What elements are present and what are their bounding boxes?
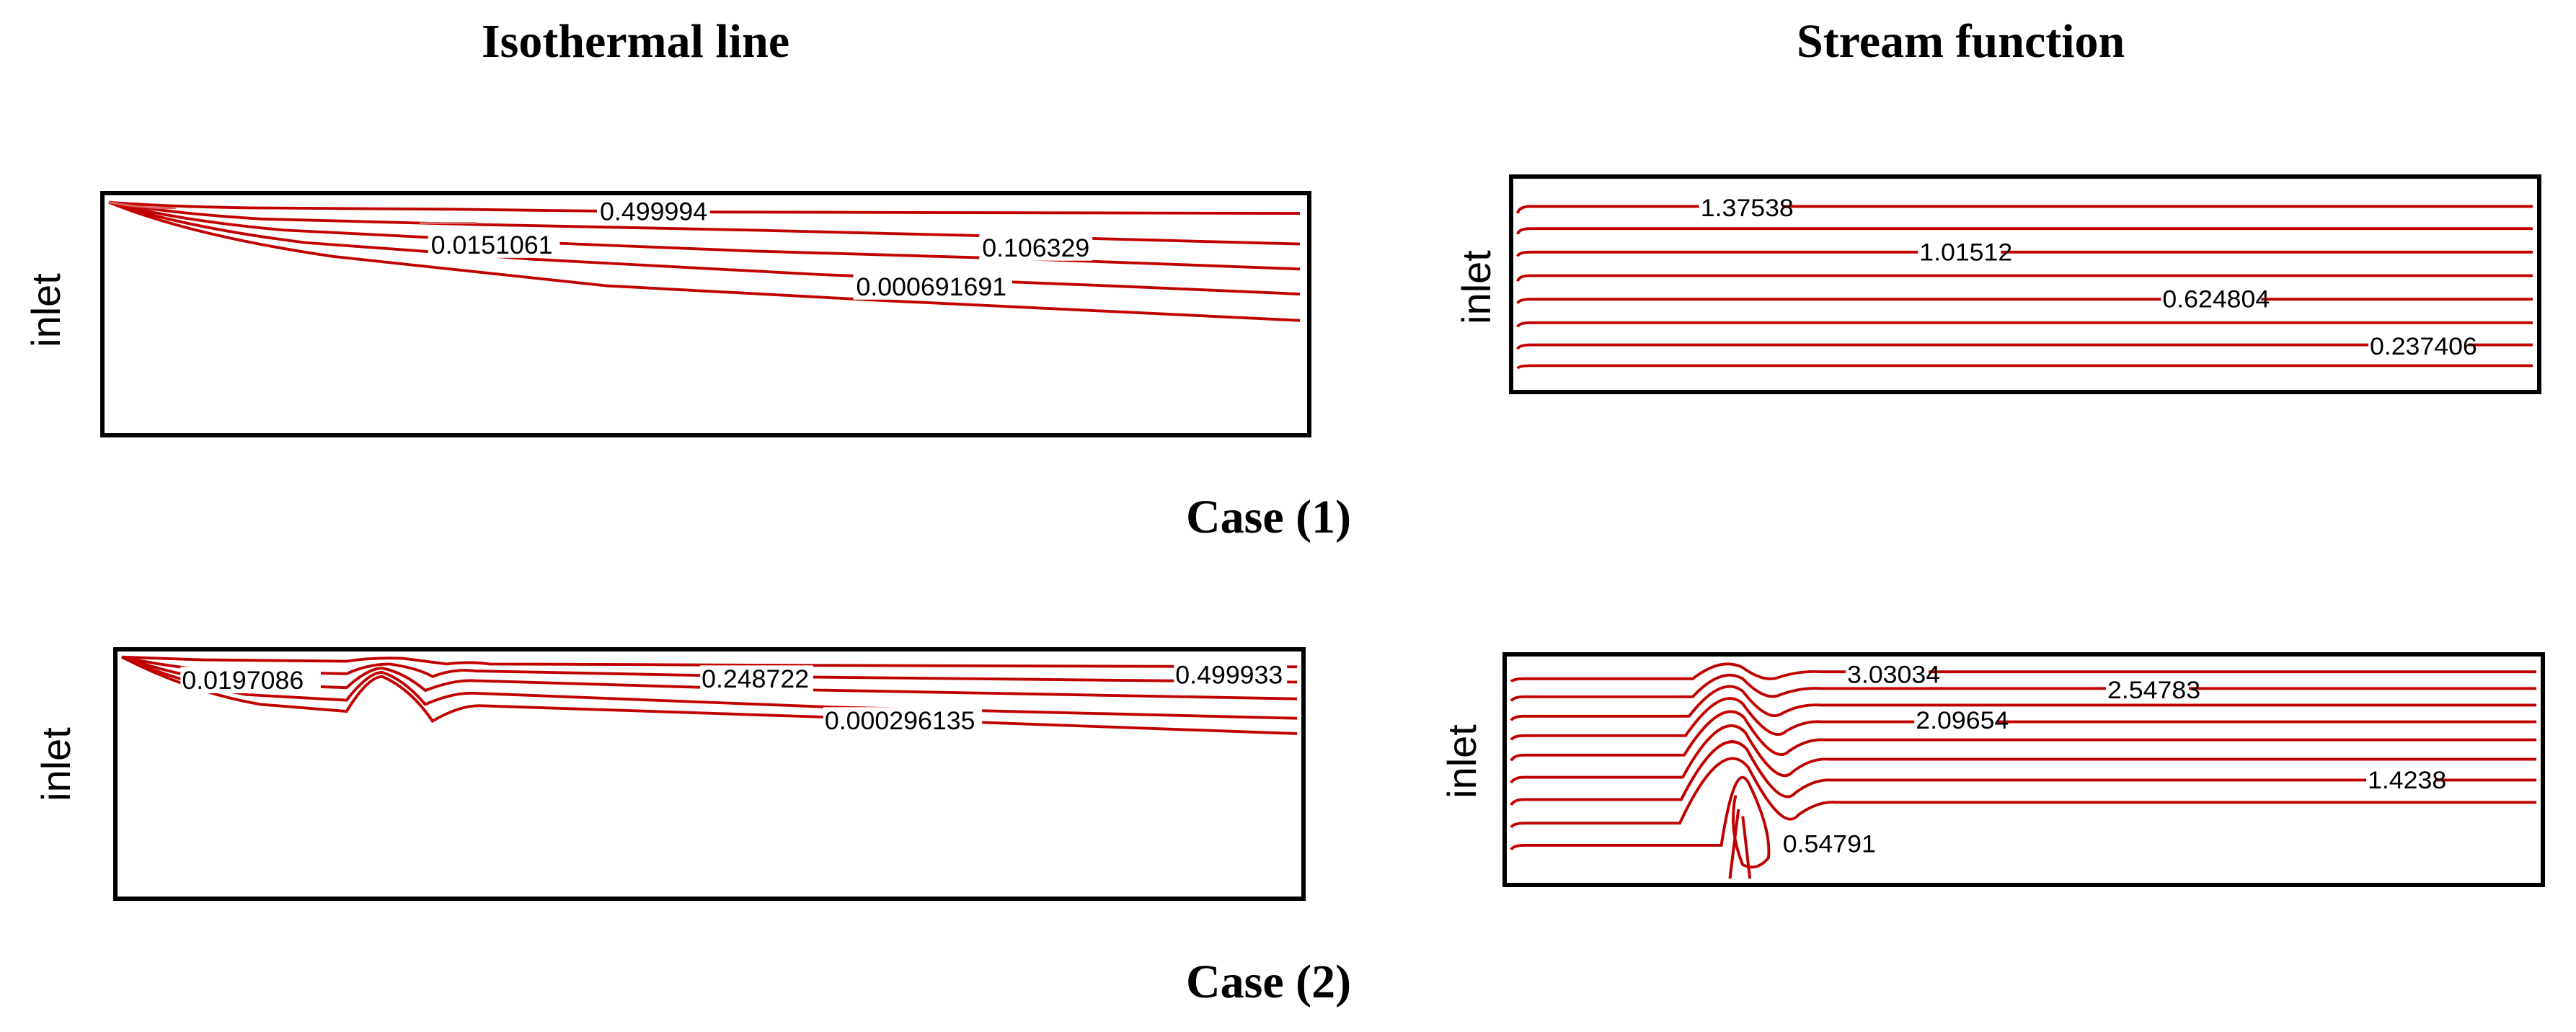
contour-line [1510, 724, 2537, 784]
contour-line [1516, 205, 2533, 214]
contour-label: 0.106329 [982, 234, 1089, 262]
contour-line [108, 200, 1301, 215]
isothermal-case1-contours: 0.499994 0.0151061 0.106329 0.000691691 [108, 197, 1301, 322]
contour-label: 0.248722 [701, 666, 809, 693]
stream-case2-plot: 3.03034 2.54783 2.09654 1.4238 0.54791 [1502, 652, 2545, 887]
heading-stream-function: Stream function [1797, 15, 2125, 68]
contour-line [1516, 250, 2533, 257]
contour-line [1516, 343, 2533, 350]
stream-case2-contours: 3.03034 2.54783 2.09654 1.4238 0.54791 [1510, 661, 2537, 879]
contour-line [1510, 775, 1771, 879]
inlet-label-stream-case2: inlet [1438, 724, 1484, 799]
contour-line [1510, 757, 2537, 829]
contour-label: 1.4238 [2368, 766, 2446, 793]
contour-label: 0.000691691 [857, 273, 1007, 301]
isothermal-case1-plot: 0.499994 0.0151061 0.106329 0.000691691 [100, 191, 1311, 437]
inlet-label-stream-case1: inlet [1453, 250, 1499, 324]
contour-line [108, 200, 1301, 295]
contour-label: 0.624804 [2162, 285, 2270, 313]
contour-line [1516, 274, 2533, 282]
contour-line [108, 200, 1301, 322]
inlet-label-iso-case1: inlet [22, 273, 68, 347]
contour-line [1510, 710, 2537, 762]
heading-isothermal-line: Isothermal line [482, 15, 790, 68]
contour-label: 3.03034 [1847, 661, 1940, 688]
contour-label: 0.499933 [1175, 662, 1283, 689]
case-2-label: Case (2) [1186, 956, 1352, 1008]
contour-label: 1.01512 [1919, 239, 2012, 266]
isothermal-case2-plot: 0.0197086 0.248722 0.499933 0.000296135 [113, 647, 1306, 901]
contour-line [121, 655, 1298, 669]
stream-case1-contours: 1.37538 1.01512 0.624804 0.237406 [1516, 194, 2533, 370]
contour-line [1516, 227, 2533, 235]
contour-label: 2.09654 [1916, 707, 2009, 734]
contour-label: 2.54783 [2107, 676, 2200, 703]
contour-label: 0.0197086 [182, 667, 304, 695]
contour-line [108, 201, 477, 225]
contour-line [121, 655, 1298, 684]
contour-label: 0.0151061 [431, 231, 553, 259]
contour-line [1510, 740, 2537, 806]
contour-line [1516, 298, 2533, 304]
inlet-label-iso-case2: inlet [32, 727, 79, 801]
contour-line [108, 200, 1301, 271]
contour-line [1510, 697, 2537, 741]
contour-label: 0.499994 [600, 198, 707, 226]
stream-case1-plot: 1.37538 1.01512 0.624804 0.237406 [1509, 174, 2541, 394]
contour-line [1516, 364, 2533, 370]
contour-line [1510, 673, 2537, 702]
contour-label: 1.37538 [1701, 194, 1794, 221]
isothermal-case2-contours: 0.0197086 0.248722 0.499933 0.000296135 [121, 655, 1298, 735]
contour-label: 0.237406 [2370, 333, 2477, 360]
case-1-label: Case (1) [1186, 491, 1352, 543]
contour-label: 0.000296135 [825, 708, 975, 735]
contour-line [1510, 685, 2537, 721]
contour-label: 0.54791 [1783, 830, 1876, 858]
contour-line [1516, 321, 2533, 328]
contour-line [1510, 662, 2537, 683]
